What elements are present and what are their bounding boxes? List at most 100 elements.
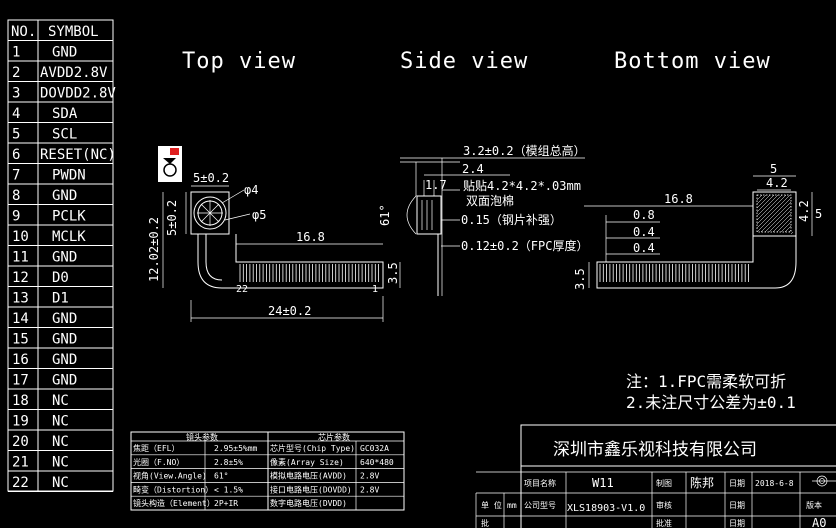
version-value: A0 [812,516,826,528]
pin-number: 21 [12,455,29,471]
chip-param-value: GC032A [360,444,389,453]
hatch-line [756,194,791,229]
pin-number: 16 [12,352,29,368]
bottom-view: 5 4.2 16.8 5 4.2 0.8 0.4 0.4 3.5 [573,162,822,290]
chip-param-label: 模拟电路电压(AVDD) [270,471,347,481]
drawn-by: 陈邦 [690,475,714,490]
pin-number: 3 [12,86,20,102]
side-dim-0-12: 0.12±0.2（FPC厚度） [461,238,588,253]
bottom-dim-3-5: 3.5 [573,268,587,290]
top-dim-dia5: φ5 [252,208,266,222]
chip-param-value: 2.8V [360,485,379,494]
date-label-3: 日期 [729,519,745,528]
hatch-line [784,225,792,233]
pin-number: 14 [12,311,29,327]
pin-number: 13 [12,291,29,307]
model-value: XLS18903-V1.0 [567,503,645,514]
item-name-label: 项目名称 [524,478,556,488]
review-label: 审核 [656,500,672,510]
version-label: 版本 [806,500,822,510]
chip-table-header: 芯片参数 [318,432,350,442]
pin-number: 12 [12,270,29,286]
pin-symbol: NC [52,475,69,491]
hatch-line [756,194,767,205]
lens-param-label: 畸变（Distortion） [133,484,213,494]
side-dim-1-7: 1.7 [425,178,447,192]
chip-param-value: 2.8V [360,472,379,481]
pin-number: 9 [12,209,20,225]
pin-number: 18 [12,393,29,409]
top-view-title: Top view [182,49,296,74]
pin-number: 5 [12,127,20,143]
side-stiffener-note: 贴贴4.2*4.2*.03mm [463,179,581,193]
pin-symbol: DOVDD2.8V [40,86,116,102]
chip-param-label: 像素(Array Size) [270,457,344,467]
top-dim-width: 5±0.2 [193,171,229,185]
side-view: 3.2±0.2（模组总高） 2.4 1.7 贴贴4.2*4.2*.03mm 双面… [378,143,588,296]
projection-symbol-icon [812,475,836,487]
pin-number: 10 [12,229,29,245]
hatch-line [776,217,792,233]
company-name: 深圳市鑫乐视科技有限公司 [553,440,757,460]
pin-number: 7 [12,168,20,184]
unit-label: 单 位 [481,500,502,510]
hatch-line [768,209,792,233]
pin-symbol: D0 [52,270,69,286]
hatch-line [756,197,792,233]
pin-number: 2 [12,65,20,81]
pin-number: 22 [12,475,29,491]
bottom-dim-0-8: 0.8 [633,208,655,222]
top-dim-fpc-length: 16.8 [296,230,325,244]
hatch-line [756,194,775,213]
date-value: 2018-6-8 [755,479,794,488]
hatch-line [764,205,792,233]
pin-number: 11 [12,250,29,266]
lens-param-label: 光圈（F.NO） [133,457,184,467]
pin-symbol: D1 [52,291,69,307]
top-dim-dia4: φ4 [244,183,258,197]
lens-table-header: 镜头参数 [186,432,218,442]
hatch-line [788,229,792,233]
pin-symbol: GND [52,352,77,368]
date-label: 日期 [729,479,745,488]
chip-param-label: 芯片型号(Chip Type) [270,443,355,453]
pin-symbol: NC [52,393,69,409]
pin-table-header-symbol: SYMBOL [48,24,99,40]
top-pin-22-label: 22 [236,284,248,295]
hatch-line [760,201,792,233]
top-dim-total-height: 12.02±0.2 [147,217,161,282]
bottom-dim-0-4-b: 0.4 [633,241,655,255]
pin-number: 4 [12,106,20,122]
hatch-line [756,194,779,217]
chip-param-value: 640*480 [360,458,394,467]
hatch-line [756,194,771,209]
model-label: 公司型号 [524,501,556,510]
date-label-2: 日期 [729,501,745,510]
unit-value: mm [507,501,517,510]
pin-symbol: PCLK [52,209,86,225]
side-view-title: Side view [400,49,528,74]
pin-number: 15 [12,332,29,348]
lens-param-value: 2.8±5% [214,458,243,467]
pin-symbol: PWDN [52,168,86,184]
hatch-line [772,213,792,233]
side-dim-0-15: 0.15（钢片补强） [461,213,562,227]
bottom-dim-0-4-a: 0.4 [633,225,655,239]
side-dim-2-4: 2.4 [462,162,484,176]
pin-symbol: NC [52,414,69,430]
approve-label: 批准 [656,518,672,528]
note-line-1: 注：1.FPC需柔软可折 [626,372,786,391]
pin-number: 6 [12,147,20,163]
unit-label-2: 批 [481,518,489,528]
side-dim-total-height: 3.2±0.2（模组总高） [463,143,586,158]
pin-symbol: GND [52,188,77,204]
lens-param-value: 2.95±5%mm [214,444,258,453]
chip-param-label: 接口电路电压(DOVDD) [270,484,352,494]
pin-number: 17 [12,373,29,389]
title-block: 深圳市鑫乐视科技有限公司 项目名称 W11 制图 陈邦 日期 2018-6-8 … [475,424,836,528]
top-dim-height: 5±0.2 [165,200,179,236]
chip-param-label: 数字电路电压(DVDD) [270,498,347,508]
pin-symbol: GND [52,332,77,348]
bottom-dim-4-2-vertical: 4.2 [797,200,811,222]
